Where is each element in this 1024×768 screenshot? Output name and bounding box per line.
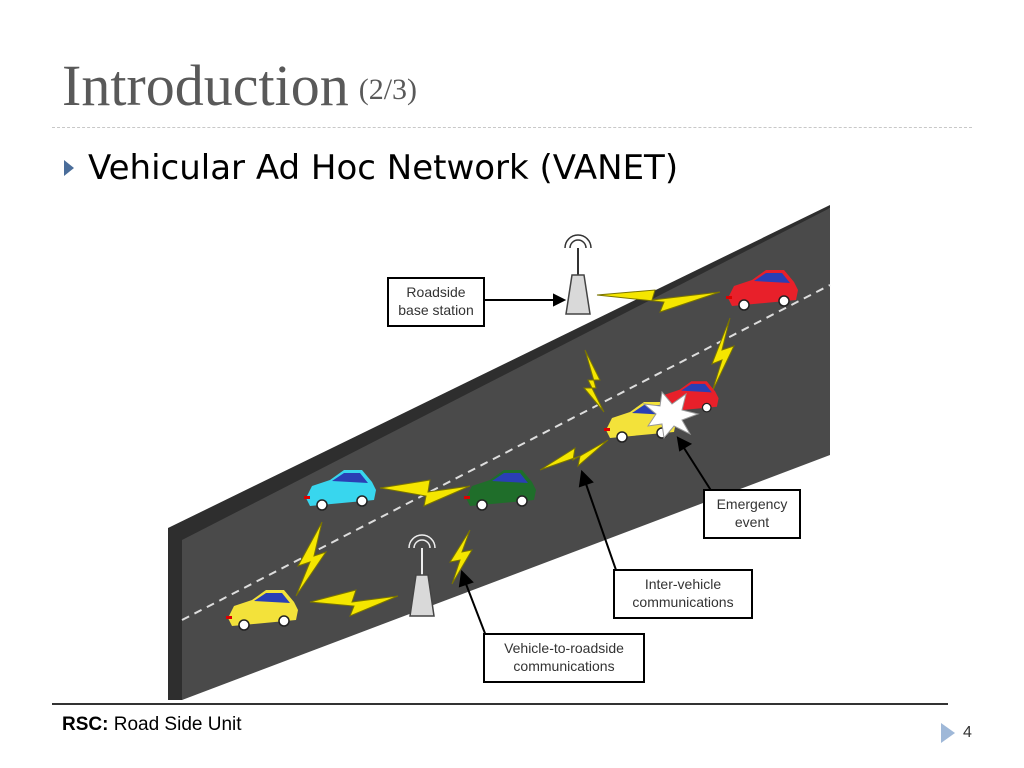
lightning-bolt-icon xyxy=(448,529,473,585)
label-text: base station xyxy=(398,302,474,318)
lightning-bolt-icon xyxy=(539,439,609,471)
callout-arrow xyxy=(683,447,713,493)
label-inter-vehicle-communications: Inter-vehicle communications xyxy=(613,569,753,619)
lightning-bolt-icon xyxy=(379,479,471,507)
label-text: communications xyxy=(513,658,614,674)
arrowhead-icon xyxy=(553,293,567,307)
label-text: event xyxy=(735,514,769,530)
bullet-item: Vehicular Ad Hoc Network (VANET) xyxy=(64,148,678,188)
arrowhead-icon xyxy=(458,569,474,588)
callout-arrow xyxy=(585,483,617,571)
roadside-tower-top xyxy=(564,234,592,315)
road xyxy=(168,205,831,700)
label-text: Roadside xyxy=(406,284,465,300)
page-number: 4 xyxy=(963,724,972,741)
footnote-definition: Road Side Unit xyxy=(108,714,242,735)
label-vehicle-to-roadside-communications: Vehicle-to-roadside communications xyxy=(483,633,645,683)
signal-waves-icon xyxy=(408,534,436,549)
callout-arrow xyxy=(465,583,487,637)
label-emergency-event: Emergency event xyxy=(703,489,801,539)
title-divider xyxy=(52,127,972,128)
label-text: communications xyxy=(632,594,733,610)
footnote: RSC: Road Side Unit xyxy=(62,714,242,736)
label-roadside-base-station: Roadside base station xyxy=(387,277,485,327)
label-text: Vehicle-to-roadside xyxy=(504,640,624,656)
lightning-bolt-icon xyxy=(596,289,721,313)
arrowhead-icon xyxy=(578,469,594,488)
crash-burst-icon xyxy=(642,390,700,440)
lightning-bolt-icon xyxy=(309,589,399,617)
label-text: Emergency xyxy=(717,496,788,512)
footnote-term: RSC: xyxy=(62,714,109,735)
slide-title: Introduction (2/3) xyxy=(62,52,417,119)
title-suffix: (2/3) xyxy=(358,73,418,106)
title-text: Introduction xyxy=(62,53,349,118)
arrowhead-icon xyxy=(676,436,693,452)
roadside-tower-bottom xyxy=(408,534,436,617)
footer-divider xyxy=(52,703,948,705)
tower-icon xyxy=(565,274,591,315)
road-surface xyxy=(182,208,830,700)
lightning-bolt-icon xyxy=(582,349,605,413)
label-text: Inter-vehicle xyxy=(645,576,721,592)
lightning-bolt-icon xyxy=(295,521,328,597)
bullet-arrow-icon xyxy=(64,160,74,176)
next-slide-icon[interactable] xyxy=(941,723,955,743)
tower-icon xyxy=(409,574,435,617)
signal-waves-icon xyxy=(564,234,592,249)
bullet-text: Vehicular Ad Hoc Network (VANET) xyxy=(88,148,679,188)
